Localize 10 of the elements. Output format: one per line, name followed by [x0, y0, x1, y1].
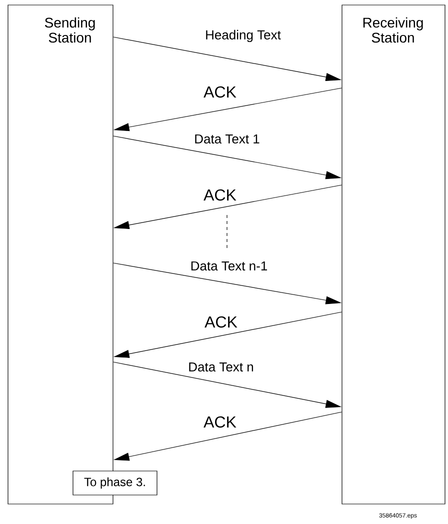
edge-label: Data Text n-1	[191, 261, 268, 271]
edge-label: ACK	[204, 189, 236, 201]
edge-label: Heading Text	[206, 30, 281, 42]
edge-label: ACK	[204, 86, 236, 98]
edge-label: ACK	[204, 416, 236, 428]
note-box: To phase 3.	[72, 470, 158, 496]
edge-label: Data Text n	[189, 362, 254, 372]
edge-label: ACK	[204, 316, 238, 328]
station-box: Receiving Station	[342, 4, 446, 504]
edge-label: Data Text 1	[195, 134, 260, 144]
